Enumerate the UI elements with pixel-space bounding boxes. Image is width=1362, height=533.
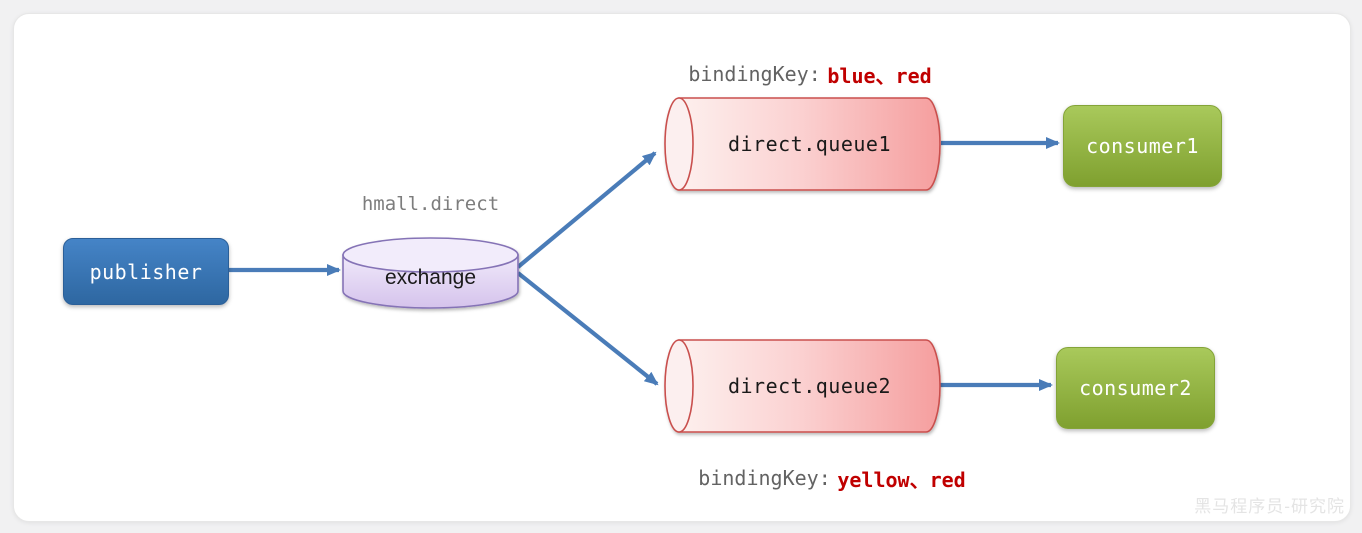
- queue2-cylinder: [664, 339, 941, 433]
- binding-key-values: blue、red: [827, 63, 932, 88]
- binding-key-label-queue1: bindingKey: blue、red: [650, 60, 970, 88]
- exchange-cylinder-top: [343, 238, 518, 272]
- arrow-exchange-to-queue2: [516, 271, 659, 386]
- binding-key-label-queue2: bindingKey: yellow、red: [672, 464, 992, 492]
- queue1-cylinder-cap-rim: [664, 97, 694, 191]
- publisher-label: publisher: [89, 259, 203, 284]
- binding-key-prefix: bindingKey:: [698, 466, 831, 490]
- exchange-cylinder-top-rim: [342, 237, 519, 273]
- exchange-cylinder: [342, 237, 519, 309]
- queue2-cylinder-cap: [665, 340, 693, 432]
- binding-key-prefix: bindingKey:: [688, 62, 821, 86]
- exchange-label: exchange: [384, 266, 477, 289]
- queue2-cylinder-body: [678, 339, 941, 433]
- binding-key-values: yellow、red: [837, 467, 966, 492]
- arrow-exchange-to-queue1: [516, 151, 657, 269]
- consumer1-label: consumer1: [1086, 134, 1199, 158]
- consumer1-node: consumer1: [1063, 105, 1222, 187]
- consumer2-label: consumer2: [1079, 376, 1192, 400]
- queue2-label: direct.queue2: [727, 374, 892, 398]
- queue1-cylinder-body: [678, 97, 941, 191]
- queue1-cylinder-cap: [665, 98, 693, 190]
- consumer2-node: consumer2: [1056, 347, 1215, 429]
- queue2-cylinder-cap-rim: [664, 339, 694, 433]
- queue1-label: direct.queue1: [727, 132, 892, 156]
- exchange-name-label: hmall.direct: [361, 193, 500, 215]
- queue1-cylinder: [664, 97, 941, 191]
- watermark: 黑马程序员-研究院: [1194, 497, 1345, 517]
- publisher-node: publisher: [63, 238, 229, 305]
